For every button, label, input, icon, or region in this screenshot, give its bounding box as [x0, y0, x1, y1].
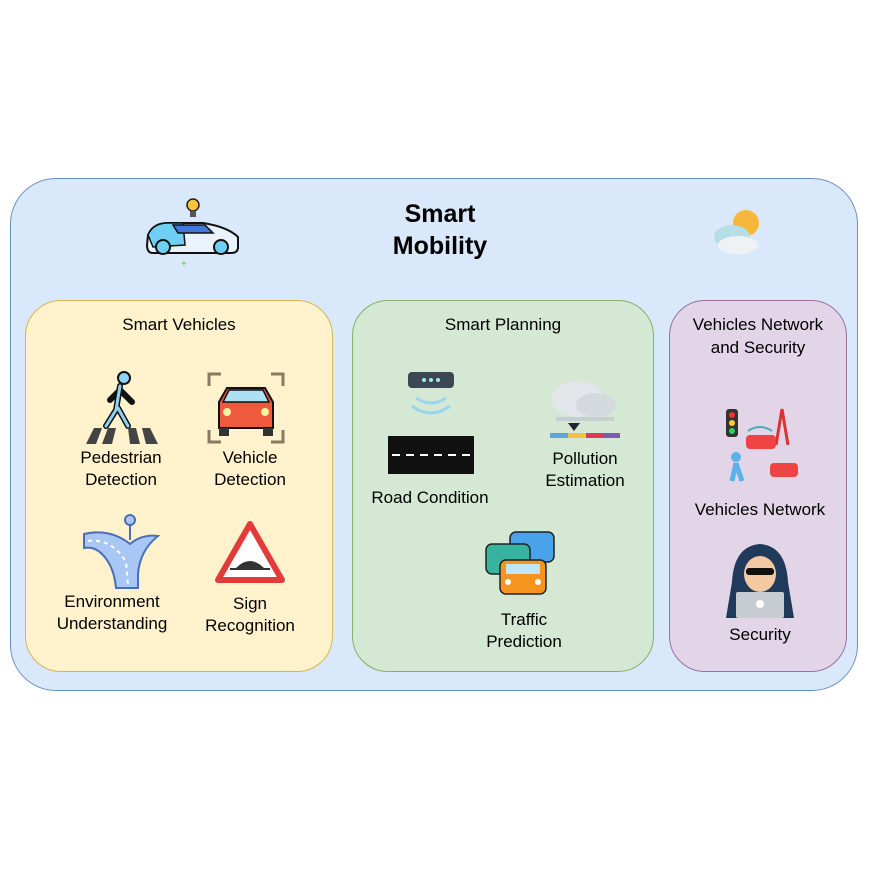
road-sensor-icon	[388, 372, 474, 474]
pollution-icon	[550, 381, 620, 438]
vehicles-network-label: Vehicles Network	[694, 500, 826, 519]
speed-bump-sign-icon	[215, 521, 285, 583]
smart-car-icon: +	[145, 198, 239, 270]
smart-planning-panel	[352, 300, 654, 672]
weather-icon	[714, 210, 759, 254]
security-label: Security	[729, 625, 791, 644]
smart-planning-title: Smart Planning	[444, 315, 562, 334]
road-condition-label: Road Condition	[371, 488, 489, 507]
smart-vehicles-panel	[25, 300, 333, 672]
traffic-cars-icon	[485, 531, 555, 595]
vehicles-network-icon	[726, 408, 798, 482]
vehicle-detection-icon	[207, 372, 285, 444]
smart-vehicles-title: Smart Vehicles	[122, 315, 236, 334]
road-map-icon	[83, 514, 161, 589]
svg-text:+: +	[181, 259, 187, 270]
hacker-security-icon	[726, 544, 794, 618]
pedestrian-icon	[86, 371, 158, 444]
